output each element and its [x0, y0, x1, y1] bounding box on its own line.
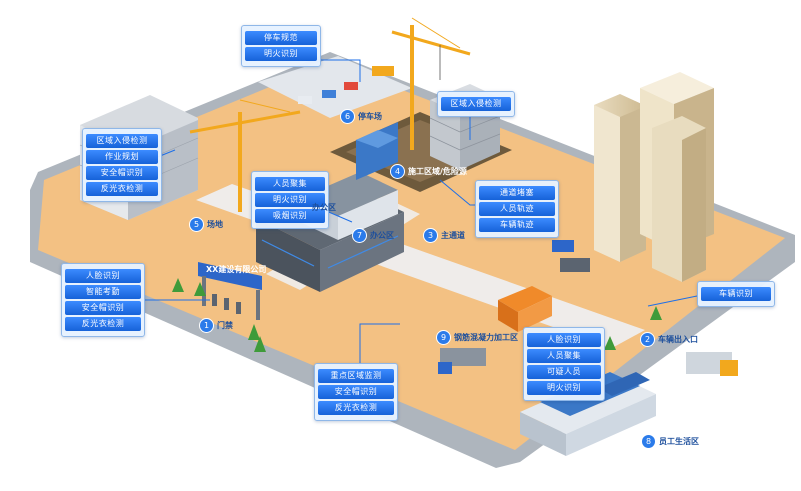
steel-processing-shed — [498, 286, 552, 332]
feature-item[interactable]: 停车规范 — [245, 31, 317, 45]
zone-marker-living[interactable]: 8 员工生活区 — [641, 434, 699, 449]
feature-item[interactable]: 安全帽识别 — [318, 385, 394, 399]
entrance-gate — [198, 262, 262, 320]
feature-item[interactable]: 区域入侵检测 — [441, 97, 511, 111]
trees — [172, 278, 662, 352]
tower-crane-center — [391, 17, 471, 150]
residential-towers — [594, 72, 714, 282]
feature-item[interactable]: 明火识别 — [255, 193, 325, 207]
zone-marker-parking[interactable]: 6 停车场 — [340, 109, 382, 124]
vehicles — [298, 66, 738, 376]
zone-label: 场地 — [207, 220, 223, 229]
zone-number: 1 — [199, 318, 214, 333]
feature-item[interactable]: 车辆轨迹 — [479, 218, 555, 232]
zone-label: 门禁 — [217, 321, 233, 330]
feature-box-tower: 区域入侵检测 — [437, 91, 515, 117]
feature-item[interactable]: 人员聚集 — [527, 349, 601, 363]
zone-marker-gate[interactable]: 1 门禁 — [199, 318, 233, 333]
feature-item[interactable]: 安全帽识别 — [65, 301, 141, 315]
feature-item[interactable]: 人员轨迹 — [479, 202, 555, 216]
zone-marker-office[interactable]: 7 办公区 — [352, 228, 394, 243]
zone-number: 9 — [436, 330, 451, 345]
zone-label: 办公区 — [370, 231, 394, 240]
zone-marker-steel[interactable]: 9 钢筋混凝力加工区 — [436, 330, 518, 345]
zone-marker-exit[interactable]: 2 车辆出入口 — [640, 332, 698, 347]
zone-label: 员工生活区 — [659, 437, 699, 446]
feature-item[interactable]: 明火识别 — [245, 47, 317, 61]
feature-item[interactable]: 作业规划 — [86, 150, 158, 164]
feature-item[interactable]: 吸烟识别 — [255, 209, 325, 223]
zone-number: 8 — [641, 434, 656, 449]
feature-box-office: 人员聚集 明火识别 吸烟识别 — [251, 171, 329, 229]
feature-box-left-site: 区域入侵检测 作业规划 安全帽识别 反光衣检测 — [82, 128, 162, 202]
feature-item[interactable]: 明火识别 — [527, 381, 601, 395]
zone-marker-work[interactable]: 4 施工区域/危险源 — [390, 164, 467, 179]
feature-box-exit: 车辆识别 — [697, 281, 775, 307]
gate-sign: XX建设有限公司 — [206, 265, 267, 274]
feature-item[interactable]: 反光衣检测 — [86, 182, 158, 196]
zone-number: 4 — [390, 164, 405, 179]
zone-label: 停车场 — [358, 112, 382, 121]
zone-number: 5 — [189, 217, 204, 232]
zone-label: 主通道 — [441, 231, 465, 240]
zone-label: 钢筋混凝力加工区 — [454, 333, 518, 342]
feature-box-living: 人脸识别 人员聚集 可疑人员 明火识别 — [523, 327, 605, 401]
feature-item[interactable]: 安全帽识别 — [86, 166, 158, 180]
office-sign: 办公区 — [312, 203, 336, 212]
feature-item[interactable]: 反光衣检测 — [65, 317, 141, 331]
tower-crane-left — [189, 99, 301, 212]
zone-number: 3 — [423, 228, 438, 243]
zone-label: 车辆出入口 — [658, 335, 698, 344]
zone-number: 2 — [640, 332, 655, 347]
zone-marker-yard[interactable]: 5 场地 — [189, 217, 223, 232]
feature-item[interactable]: 重点区域监测 — [318, 369, 394, 383]
feature-item[interactable]: 车辆识别 — [701, 287, 771, 301]
feature-box-parking: 停车规范 明火识别 — [241, 25, 321, 67]
feature-item[interactable]: 人脸识别 — [527, 333, 601, 347]
feature-box-channel: 通道堵塞 人员轨迹 车辆轨迹 — [475, 180, 559, 238]
zone-number: 6 — [340, 109, 355, 124]
feature-item[interactable]: 智能考勤 — [65, 285, 141, 299]
feature-item[interactable]: 人脸识别 — [65, 269, 141, 283]
feature-item[interactable]: 区域入侵检测 — [86, 134, 158, 148]
feature-box-gate: 人脸识别 智能考勤 安全帽识别 反光衣检测 — [61, 263, 145, 337]
feature-item[interactable]: 可疑人员 — [527, 365, 601, 379]
zone-label: 施工区域/危险源 — [408, 167, 467, 176]
zone-marker-road[interactable]: 3 主通道 — [423, 228, 465, 243]
feature-item[interactable]: 反光衣检测 — [318, 401, 394, 415]
zone-number: 7 — [352, 228, 367, 243]
feature-item[interactable]: 通道堵塞 — [479, 186, 555, 200]
feature-box-steel: 重点区域监测 安全帽识别 反光衣检测 — [314, 363, 398, 421]
feature-item[interactable]: 人员聚集 — [255, 177, 325, 191]
